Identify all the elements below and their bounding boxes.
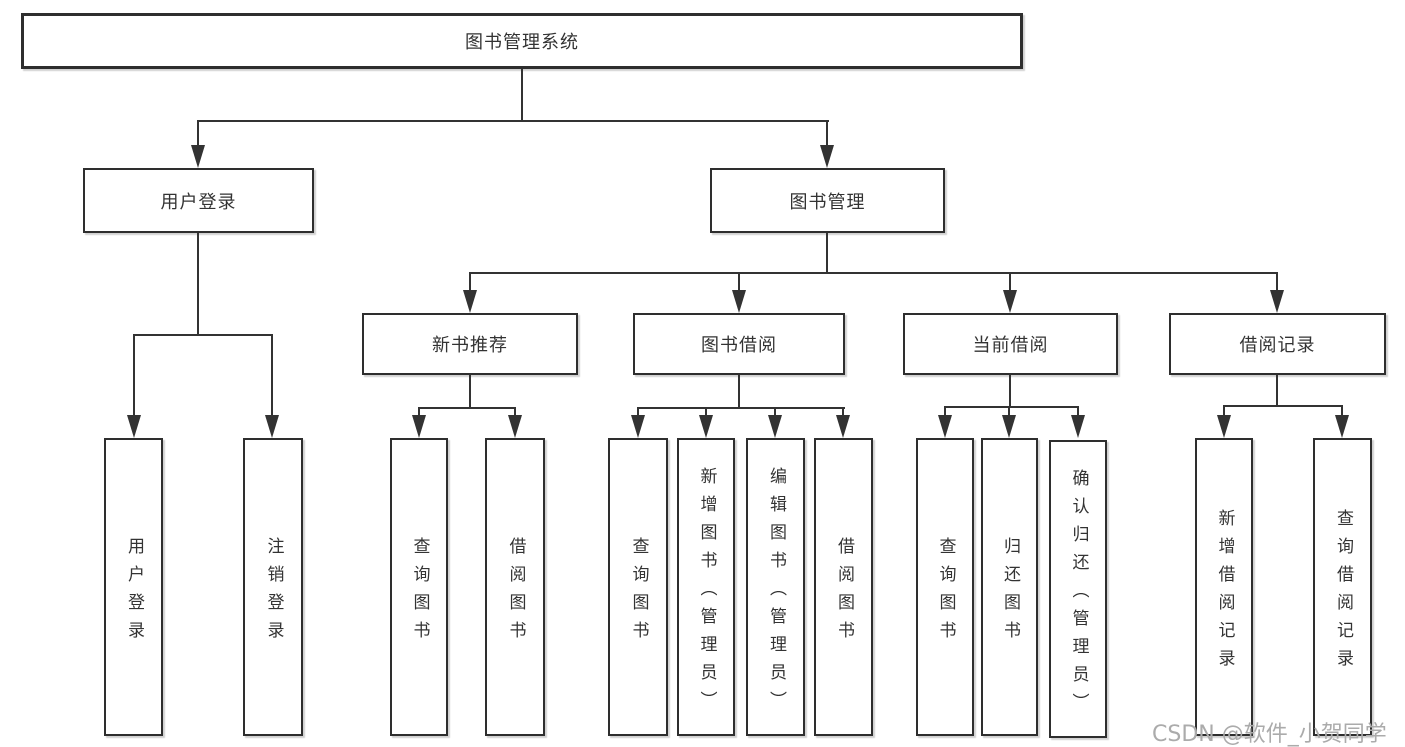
node-current-borrowing: 当前借阅 (903, 313, 1118, 375)
leaf-query-books: 查询图书 (608, 438, 668, 736)
connector-to-leaf (1077, 406, 1079, 416)
leaf-logout: 注销登录 (243, 438, 303, 736)
node-book-management: 图书管理 (710, 168, 945, 233)
node-library-management-system: 图书管理系统 (21, 13, 1023, 69)
connector-current-borrow-drop (1009, 375, 1011, 407)
node-label: 查询图书 (409, 536, 430, 649)
connector-to-leaf (944, 406, 946, 416)
node-label: 新增借阅记录 (1214, 508, 1235, 677)
leaf-borrow-books-recommend: 借阅图书 (485, 438, 545, 736)
connector-user-login-rail (133, 334, 273, 336)
arrow-down-icon (820, 145, 834, 168)
connector-to-leaf (133, 334, 135, 415)
arrow-down-icon (1335, 415, 1349, 438)
node-label: 借阅图书 (505, 536, 526, 649)
arrow-down-icon (1217, 415, 1231, 438)
connector-to-leaf (1223, 405, 1225, 416)
connector-book-borrow-drop (738, 375, 740, 408)
arrow-down-icon (768, 415, 782, 438)
arrow-down-icon (1002, 415, 1016, 438)
node-label: 新书推荐 (432, 335, 508, 356)
leaf-query-books-current: 查询图书 (916, 438, 974, 736)
connector-to-new-books (469, 272, 471, 292)
leaf-borrow-books: 借阅图书 (814, 438, 873, 736)
arrow-down-icon (463, 290, 477, 313)
connector-to-borrow-records (1276, 272, 1278, 292)
connector-to-leaf (774, 407, 776, 416)
node-label: 新增图书（管理员） (696, 466, 717, 719)
arrow-down-icon (1003, 290, 1017, 313)
node-label: 图书管理系统 (465, 32, 579, 53)
connector-to-leaf (1008, 406, 1010, 416)
connector-to-user-login (197, 120, 199, 147)
node-label: 查询借阅记录 (1333, 508, 1353, 677)
node-label: 借阅图书 (834, 536, 854, 649)
leaf-user-login: 用户登录 (104, 438, 163, 736)
node-label: 确认归还（管理员） (1068, 468, 1089, 721)
connector-to-leaf (514, 407, 516, 416)
node-label: 当前借阅 (972, 335, 1049, 356)
node-user-login: 用户登录 (83, 168, 314, 233)
connector-to-leaf (842, 407, 844, 416)
arrow-down-icon (191, 145, 205, 168)
connector-to-leaf (1341, 405, 1343, 416)
arrow-down-icon (732, 290, 746, 313)
node-book-borrowing: 图书借阅 (633, 313, 845, 375)
node-label: 查询图书 (935, 536, 956, 649)
connector-to-leaf (418, 407, 420, 416)
node-new-book-recommend: 新书推荐 (362, 313, 578, 375)
node-label: 用户登录 (160, 191, 237, 213)
arrow-down-icon (836, 415, 850, 438)
arrow-down-icon (631, 415, 645, 438)
node-label: 用户登录 (124, 536, 144, 649)
leaf-return-books: 归还图书 (981, 438, 1038, 736)
connector-borrow-records-drop (1276, 375, 1278, 406)
node-label: 注销登录 (263, 536, 284, 649)
connector-to-book-mgmt (826, 120, 828, 147)
connector-to-book-borrow (738, 272, 740, 292)
leaf-query-borrow-record: 查询借阅记录 (1313, 438, 1372, 736)
arrow-down-icon (127, 415, 141, 438)
connector-book-mgmt-rail (469, 272, 1278, 274)
connector-user-login-drop (197, 233, 199, 335)
arrow-down-icon (938, 415, 952, 438)
node-label: 查询图书 (628, 536, 649, 649)
connector-book-borrow-rail (637, 407, 845, 409)
connector-new-books-rail (418, 407, 516, 409)
connector-root-drop (521, 69, 523, 120)
leaf-add-borrow-record: 新增借阅记录 (1195, 438, 1253, 736)
node-label: 图书借阅 (701, 335, 777, 356)
arrow-down-icon (1270, 290, 1284, 313)
connector-book-mgmt-drop (826, 233, 828, 273)
connector-to-current-borrow (1009, 272, 1011, 292)
connector-to-leaf (637, 407, 639, 416)
leaf-query-books-recommend: 查询图书 (390, 438, 448, 736)
leaf-add-books-admin: 新增图书（管理员） (677, 438, 735, 736)
node-label: 图书管理 (789, 191, 866, 213)
connector-to-leaf (705, 407, 707, 416)
csdn-watermark: CSDN @软件_小贺同学 (1152, 722, 1387, 747)
arrow-down-icon (265, 415, 279, 438)
arrow-down-icon (412, 415, 426, 438)
connector-new-books-drop (469, 375, 471, 408)
arrow-down-icon (508, 415, 522, 438)
node-borrowing-records: 借阅记录 (1169, 313, 1386, 375)
node-label: 编辑图书（管理员） (766, 466, 786, 719)
connector-to-leaf (271, 334, 273, 415)
connector-root-rail (197, 120, 829, 122)
arrow-down-icon (1071, 415, 1085, 438)
connector-current-borrow-rail (944, 406, 1079, 408)
node-label: 归还图书 (1000, 536, 1020, 649)
arrow-down-icon (699, 415, 713, 438)
leaf-confirm-return-admin: 确认归还（管理员） (1049, 440, 1107, 738)
leaf-edit-books-admin: 编辑图书（管理员） (746, 438, 805, 736)
connector-borrow-records-rail (1223, 405, 1343, 407)
node-label: 借阅记录 (1239, 335, 1316, 356)
